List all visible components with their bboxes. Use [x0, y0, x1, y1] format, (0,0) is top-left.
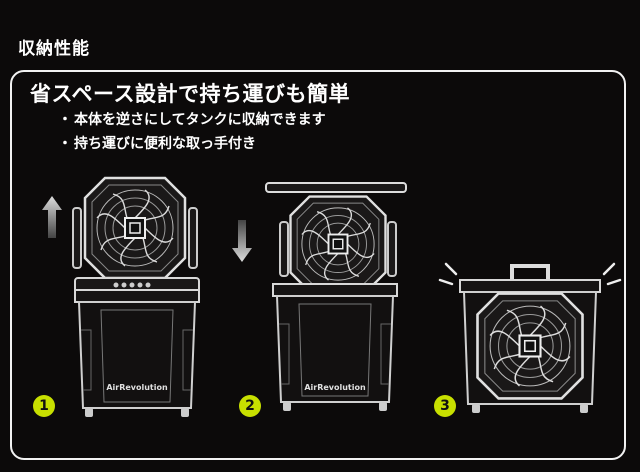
brand-label: AirRevolution — [106, 383, 168, 392]
step-badge-2: 2 — [239, 395, 261, 417]
step-2-illustration — [232, 182, 407, 412]
step-badge-1: 1 — [33, 395, 55, 417]
arrow-down-icon — [232, 220, 252, 262]
brand-label: AirRevolution — [304, 383, 366, 392]
step-3-illustration — [438, 262, 622, 413]
step-badge-3: 3 — [434, 395, 456, 417]
section-title: 収納性能 — [18, 39, 90, 59]
feature-list: 本体を逆さにしてタンクに収納できます 持ち運びに便利な取っ手付き — [58, 108, 326, 156]
content-panel — [10, 70, 626, 460]
arrow-up-icon — [42, 196, 62, 238]
headline: 省スペース設計で持ち運びも簡単 — [30, 82, 350, 106]
feature-item: 持ち運びに便利な取っ手付き — [58, 132, 326, 156]
shine-marks-icon — [438, 262, 622, 286]
step-1-illustration — [42, 176, 200, 418]
feature-item: 本体を逆さにしてタンクに収納できます — [58, 108, 326, 132]
